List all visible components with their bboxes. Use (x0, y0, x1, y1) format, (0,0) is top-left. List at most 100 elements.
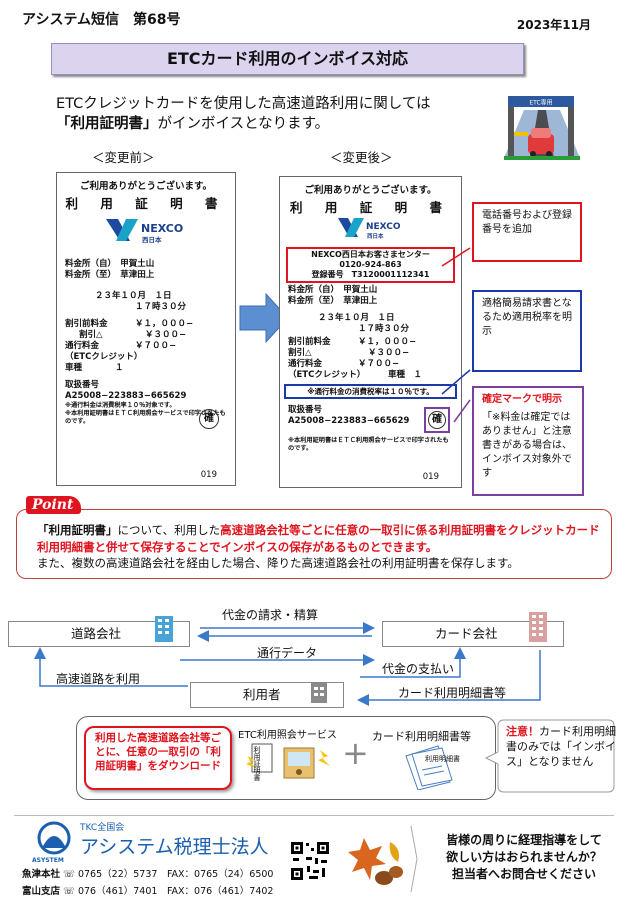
txn-value: A25008−223883−665629 (288, 416, 410, 426)
receipt-date: ２３年１０月 １日 (95, 291, 172, 301)
payment-label: 代金の支払い (382, 662, 455, 676)
use-highway-label: 高速道路を利用 (56, 672, 141, 686)
point-text1: について、利用した (117, 523, 221, 537)
card-label: （ETCクレジット） (65, 352, 143, 362)
callout-phone: 電話番号および登録番号を追加 (472, 202, 582, 262)
page-number: 019 (200, 470, 217, 480)
callout-confirm-title: 確定マークで明示 (482, 394, 562, 405)
receipt-title: 利 用 証 明 書 (290, 200, 451, 215)
toll-gate-illustration: ETC専用 (504, 96, 580, 160)
nexco-logo: NEXCO 西日本 (280, 215, 461, 245)
computer-icon (246, 743, 330, 779)
logo-sub: ASYSTEM (32, 857, 64, 864)
to-label: 料金所（至） (288, 296, 335, 306)
etc-service-label: ETC利用照会サービス (238, 730, 337, 741)
user-label: 利用者 (243, 687, 281, 702)
point-highlight: 「利用証明書」 (37, 523, 118, 537)
from-value: 甲賀土山 (120, 259, 155, 269)
paid-value: ￥７００− (358, 359, 400, 369)
nexco-logo-icon: NEXCO 西日本 (106, 219, 183, 244)
to-label: 料金所（至） (65, 270, 112, 280)
discount-label: 割引△ (288, 348, 312, 358)
point-emphasis: 高速道路会社等ごとに任意の一取引に係る利用証明書をクレジットカード利用明細書と併… (37, 523, 600, 554)
txn-value: A25008−223883−665629 (65, 391, 187, 401)
cta-line3: 担当者へお問合せください (451, 867, 596, 881)
building-icon (529, 612, 547, 642)
intro-highlight: 「利用証明書」 (56, 116, 158, 132)
tax-note-old: ※通行料金は消費税率１０％対象です。 (65, 402, 176, 409)
office2-fax: FAX：076（461）7402 (166, 886, 274, 897)
contact-cta: 皆様の周りに経理指導をして 欲しい方はおられませんか？ 担当者へお問合せください (426, 832, 622, 883)
reg-label: 登録番号 (311, 270, 344, 279)
divider-chevron (410, 825, 418, 893)
office1-name: 魚津本社 (22, 869, 61, 880)
card-company-label: カード会社 (435, 626, 498, 641)
center-info-box: NEXCO西日本お客さまセンター 0120-924-863 登録番号 T3120… (286, 247, 455, 283)
svg-text:西日本: 西日本 (142, 235, 162, 244)
service-note: ※本利用証明書はＥＴＣ利用照会サービスで印字されたものです。 (65, 410, 226, 425)
qr-code-icon (289, 840, 331, 882)
intro-line2: がインボイスとなります。 (157, 116, 330, 132)
road-company-box: 道路会社 (8, 616, 190, 647)
callout-confirm-body: 「※料金は確定ではありません」と注意書きがある場合は、インボイス対象外です (482, 412, 572, 479)
label-after: ＜変更後＞ (330, 150, 393, 165)
confirm-stamp: 確 (428, 411, 446, 429)
vehicle-value: １ (413, 370, 423, 380)
firm-name: アシステム税理士法人 (80, 836, 269, 858)
paid-label: 通行料金 (65, 341, 100, 351)
intro-line1: ETCクレジットカードを使用した高速道路利用に関しては (56, 96, 431, 112)
txn-label: 取扱番号 (288, 405, 323, 415)
pre-discount-label: 割引前料金 (288, 337, 331, 347)
from-value: 甲賀土山 (343, 285, 378, 295)
plus-icon: + (342, 734, 369, 772)
confirm-stamp-box: 確 (424, 407, 450, 433)
center-name: NEXCO西日本お客さまセンター (311, 250, 430, 259)
flow-arrows (34, 622, 541, 706)
tel-icon: ☏ (63, 869, 75, 880)
page-title: ETCカード利用のインボイス対応 (51, 43, 524, 75)
cta-line1: 皆様の周りに経理指導をして (446, 833, 602, 847)
txn-label: 取扱番号 (65, 380, 100, 390)
statement-doc-label: 利用明細書 (425, 755, 460, 763)
pre-discount-value: ￥１，０００− (135, 319, 194, 329)
receipt-time: １７時３０分 (135, 302, 187, 312)
callout-connectors (441, 247, 471, 423)
receipt-date: ２３年１０月 １日 (318, 313, 395, 323)
svg-text:NEXCO: NEXCO (366, 222, 401, 232)
autumn-leaves-icon (348, 838, 403, 885)
vehicle-value: １ (115, 363, 124, 373)
office2-name: 富山支店 (22, 886, 61, 897)
house-icon (311, 683, 327, 703)
paid-value: ￥７００− (135, 341, 177, 351)
download-instruction: 利用した高速道路会社等ごとに、任意の一取引の「利用証明書」をダウンロード (84, 726, 232, 790)
warning-bubble (484, 719, 615, 793)
from-label: 料金所（自） (65, 259, 112, 269)
svg-text:NEXCO: NEXCO (141, 222, 183, 235)
label-before: ＜変更前＞ (92, 150, 155, 165)
office1-tel: 0765（22）5737 (77, 869, 158, 880)
nexco-logo: NEXCO 西日本 (57, 215, 235, 249)
statement-label: カード利用明細書等 (398, 686, 507, 700)
pre-discount-label: 割引前料金 (65, 319, 108, 329)
warning-body: カード利用明細書のみでは「インボイス」となりません (506, 725, 616, 768)
callout-confirm: 確定マークで明示 「※料金は確定ではありません」と注意書きがある場合は、インボイ… (472, 386, 584, 496)
from-label: 料金所（自） (288, 285, 335, 295)
svg-text:ETC専用: ETC専用 (529, 99, 552, 107)
receipt-before: ご利用ありがとうございます。 利 用 証 明 書 NEXCO 西日本 料金所（自… (56, 172, 236, 486)
newsletter-date: 2023年11月 (516, 18, 591, 32)
receipt-thanks: ご利用ありがとうございます。 (79, 181, 213, 192)
receipt-after: ご利用ありがとうございます。 利 用 証 明 書 NEXCO 西日本 NEXCO… (279, 176, 462, 488)
pre-discount-value: ￥１，０００− (358, 337, 417, 347)
warning-text: 注意！カード利用明細書のみでは「インボイス」となりません (506, 724, 618, 769)
page-number: 019 (422, 472, 439, 482)
right-arrow-icon (239, 292, 289, 344)
tax-rate-box: ※通行料金の消費税率は１０％です。 (284, 384, 457, 399)
to-value: 草津田上 (343, 296, 378, 306)
svg-text:西日本: 西日本 (367, 232, 384, 240)
discount-value: ￥３００− (368, 348, 410, 358)
vehicle-label: 車種 (388, 370, 406, 380)
discount-label: 割引△ (79, 330, 103, 340)
road-company-label: 道路会社 (71, 626, 122, 641)
asystem-logo-icon (37, 821, 71, 855)
reg-value: T3120001112341 (351, 270, 430, 279)
